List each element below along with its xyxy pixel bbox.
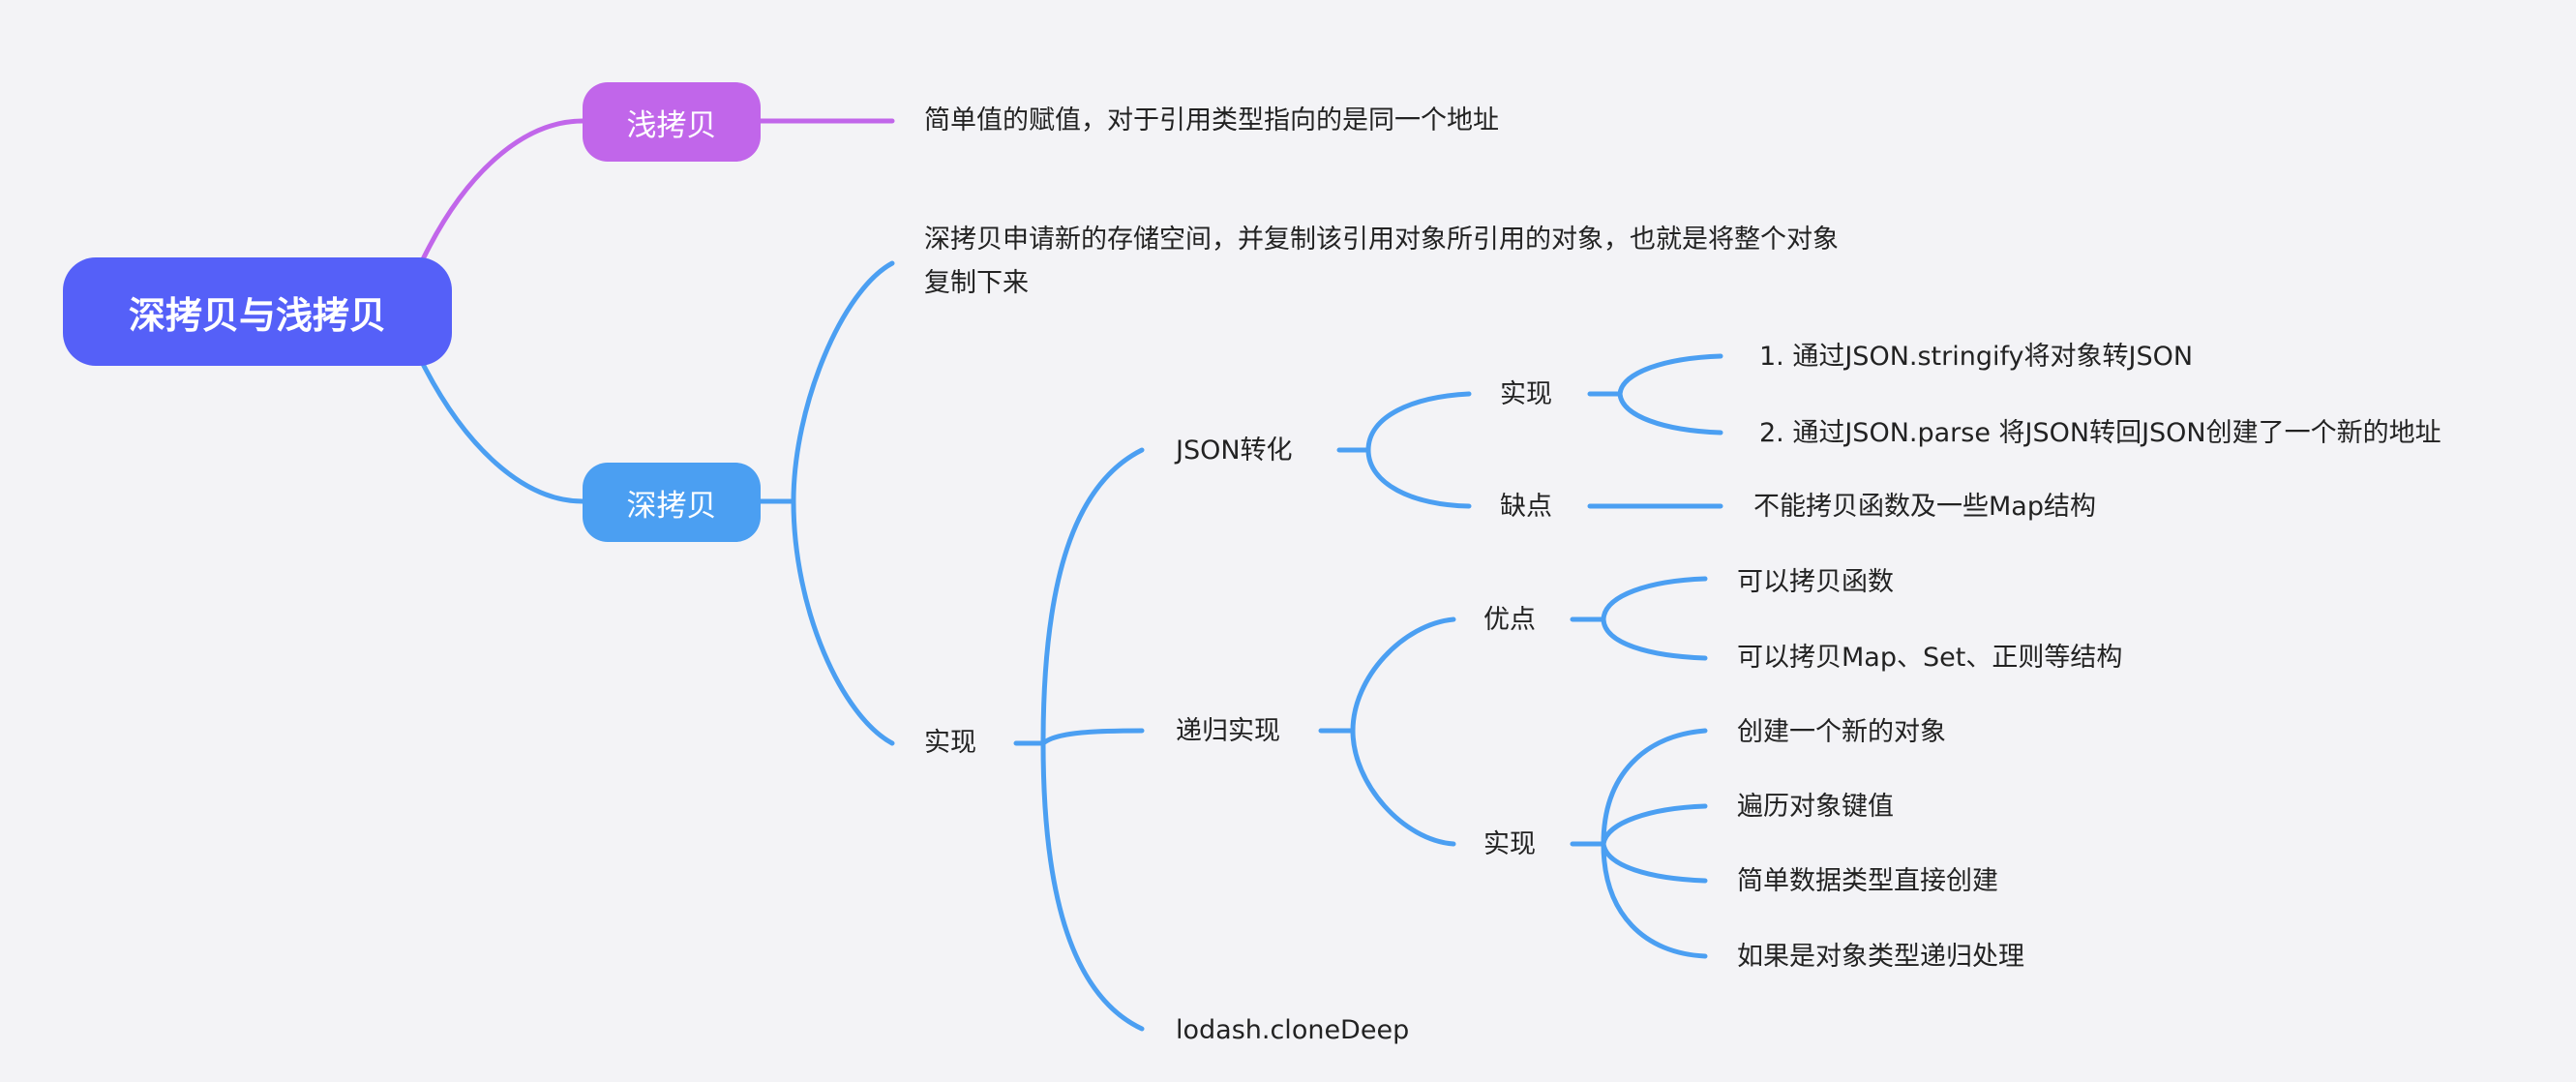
link-root-shallow bbox=[420, 118, 585, 262]
link-recimpl-4 bbox=[1601, 841, 1708, 959]
link-deep-desc bbox=[758, 260, 895, 504]
link-jsonimpl-2 bbox=[1617, 391, 1723, 436]
deep-copy-desc-line1: 深拷贝申请新的存储空间，并复制该引用对象所引用的对象，也就是将整个对象 bbox=[924, 225, 1839, 255]
recursive-pros-item-2[interactable]: 可以拷贝Map、Set、正则等结构 bbox=[1737, 643, 2123, 673]
link-rec-pros bbox=[1318, 616, 1456, 734]
link-json-impl bbox=[1336, 391, 1472, 453]
json-cons-node[interactable]: 缺点 bbox=[1500, 492, 1552, 522]
link-impl-json bbox=[1013, 447, 1145, 746]
json-impl-item-1[interactable]: 1. 通过JSON.stringify将对象转JSON bbox=[1759, 342, 2194, 372]
recursive-impl-item-2[interactable]: 遍历对象键值 bbox=[1737, 792, 1894, 822]
link-deep-impl bbox=[791, 498, 895, 746]
shallow-copy-node[interactable]: 浅拷贝 bbox=[583, 82, 761, 162]
link-recimpl-1 bbox=[1570, 728, 1708, 847]
shallow-copy-desc[interactable]: 简单值的赋值，对于引用类型指向的是同一个地址 bbox=[924, 105, 1499, 135]
json-impl-node[interactable]: 实现 bbox=[1500, 379, 1552, 409]
deep-copy-desc[interactable]: 深拷贝申请新的存储空间，并复制该引用对象所引用的对象，也就是将整个对象 复制下来 bbox=[924, 218, 1950, 305]
link-pros-1 bbox=[1570, 576, 1708, 622]
recursive-pros-item-1[interactable]: 可以拷贝函数 bbox=[1737, 567, 1894, 597]
deep-copy-desc-line2: 复制下来 bbox=[924, 268, 1029, 298]
link-rec-impl bbox=[1350, 728, 1456, 847]
link-pros-2 bbox=[1601, 616, 1708, 661]
deep-copy-node[interactable]: 深拷贝 bbox=[583, 463, 761, 542]
link-root-deep bbox=[420, 361, 585, 504]
json-convert-node[interactable]: JSON转化 bbox=[1176, 436, 1293, 466]
recursive-impl-item-3[interactable]: 简单数据类型直接创建 bbox=[1737, 866, 1998, 896]
link-jsonimpl-1 bbox=[1587, 353, 1723, 397]
recursive-impl-item-1[interactable]: 创建一个新的对象 bbox=[1737, 717, 1946, 747]
recursive-impl-node[interactable]: 实现 bbox=[1483, 829, 1536, 859]
lodash-node[interactable]: lodash.cloneDeep bbox=[1176, 1015, 1410, 1045]
link-recimpl-2 bbox=[1601, 803, 1708, 847]
root-node[interactable]: 深拷贝与浅拷贝 bbox=[63, 257, 452, 366]
link-impl-lodash bbox=[1040, 740, 1145, 1032]
recursive-impl-item-4[interactable]: 如果是对象类型递归处理 bbox=[1737, 942, 2024, 972]
recursive-node[interactable]: 递归实现 bbox=[1176, 716, 1280, 746]
link-recimpl-3 bbox=[1601, 841, 1708, 884]
link-impl-recursive bbox=[1040, 728, 1145, 746]
link-json-cons bbox=[1365, 447, 1472, 509]
recursive-pros-node[interactable]: 优点 bbox=[1483, 605, 1536, 635]
deep-impl-node[interactable]: 实现 bbox=[924, 728, 976, 758]
json-impl-item-2[interactable]: 2. 通过JSON.parse 将JSON转回JSON创建了一个新的地址 bbox=[1759, 418, 2441, 448]
json-cons-text[interactable]: 不能拷贝函数及一些Map结构 bbox=[1753, 492, 2096, 522]
